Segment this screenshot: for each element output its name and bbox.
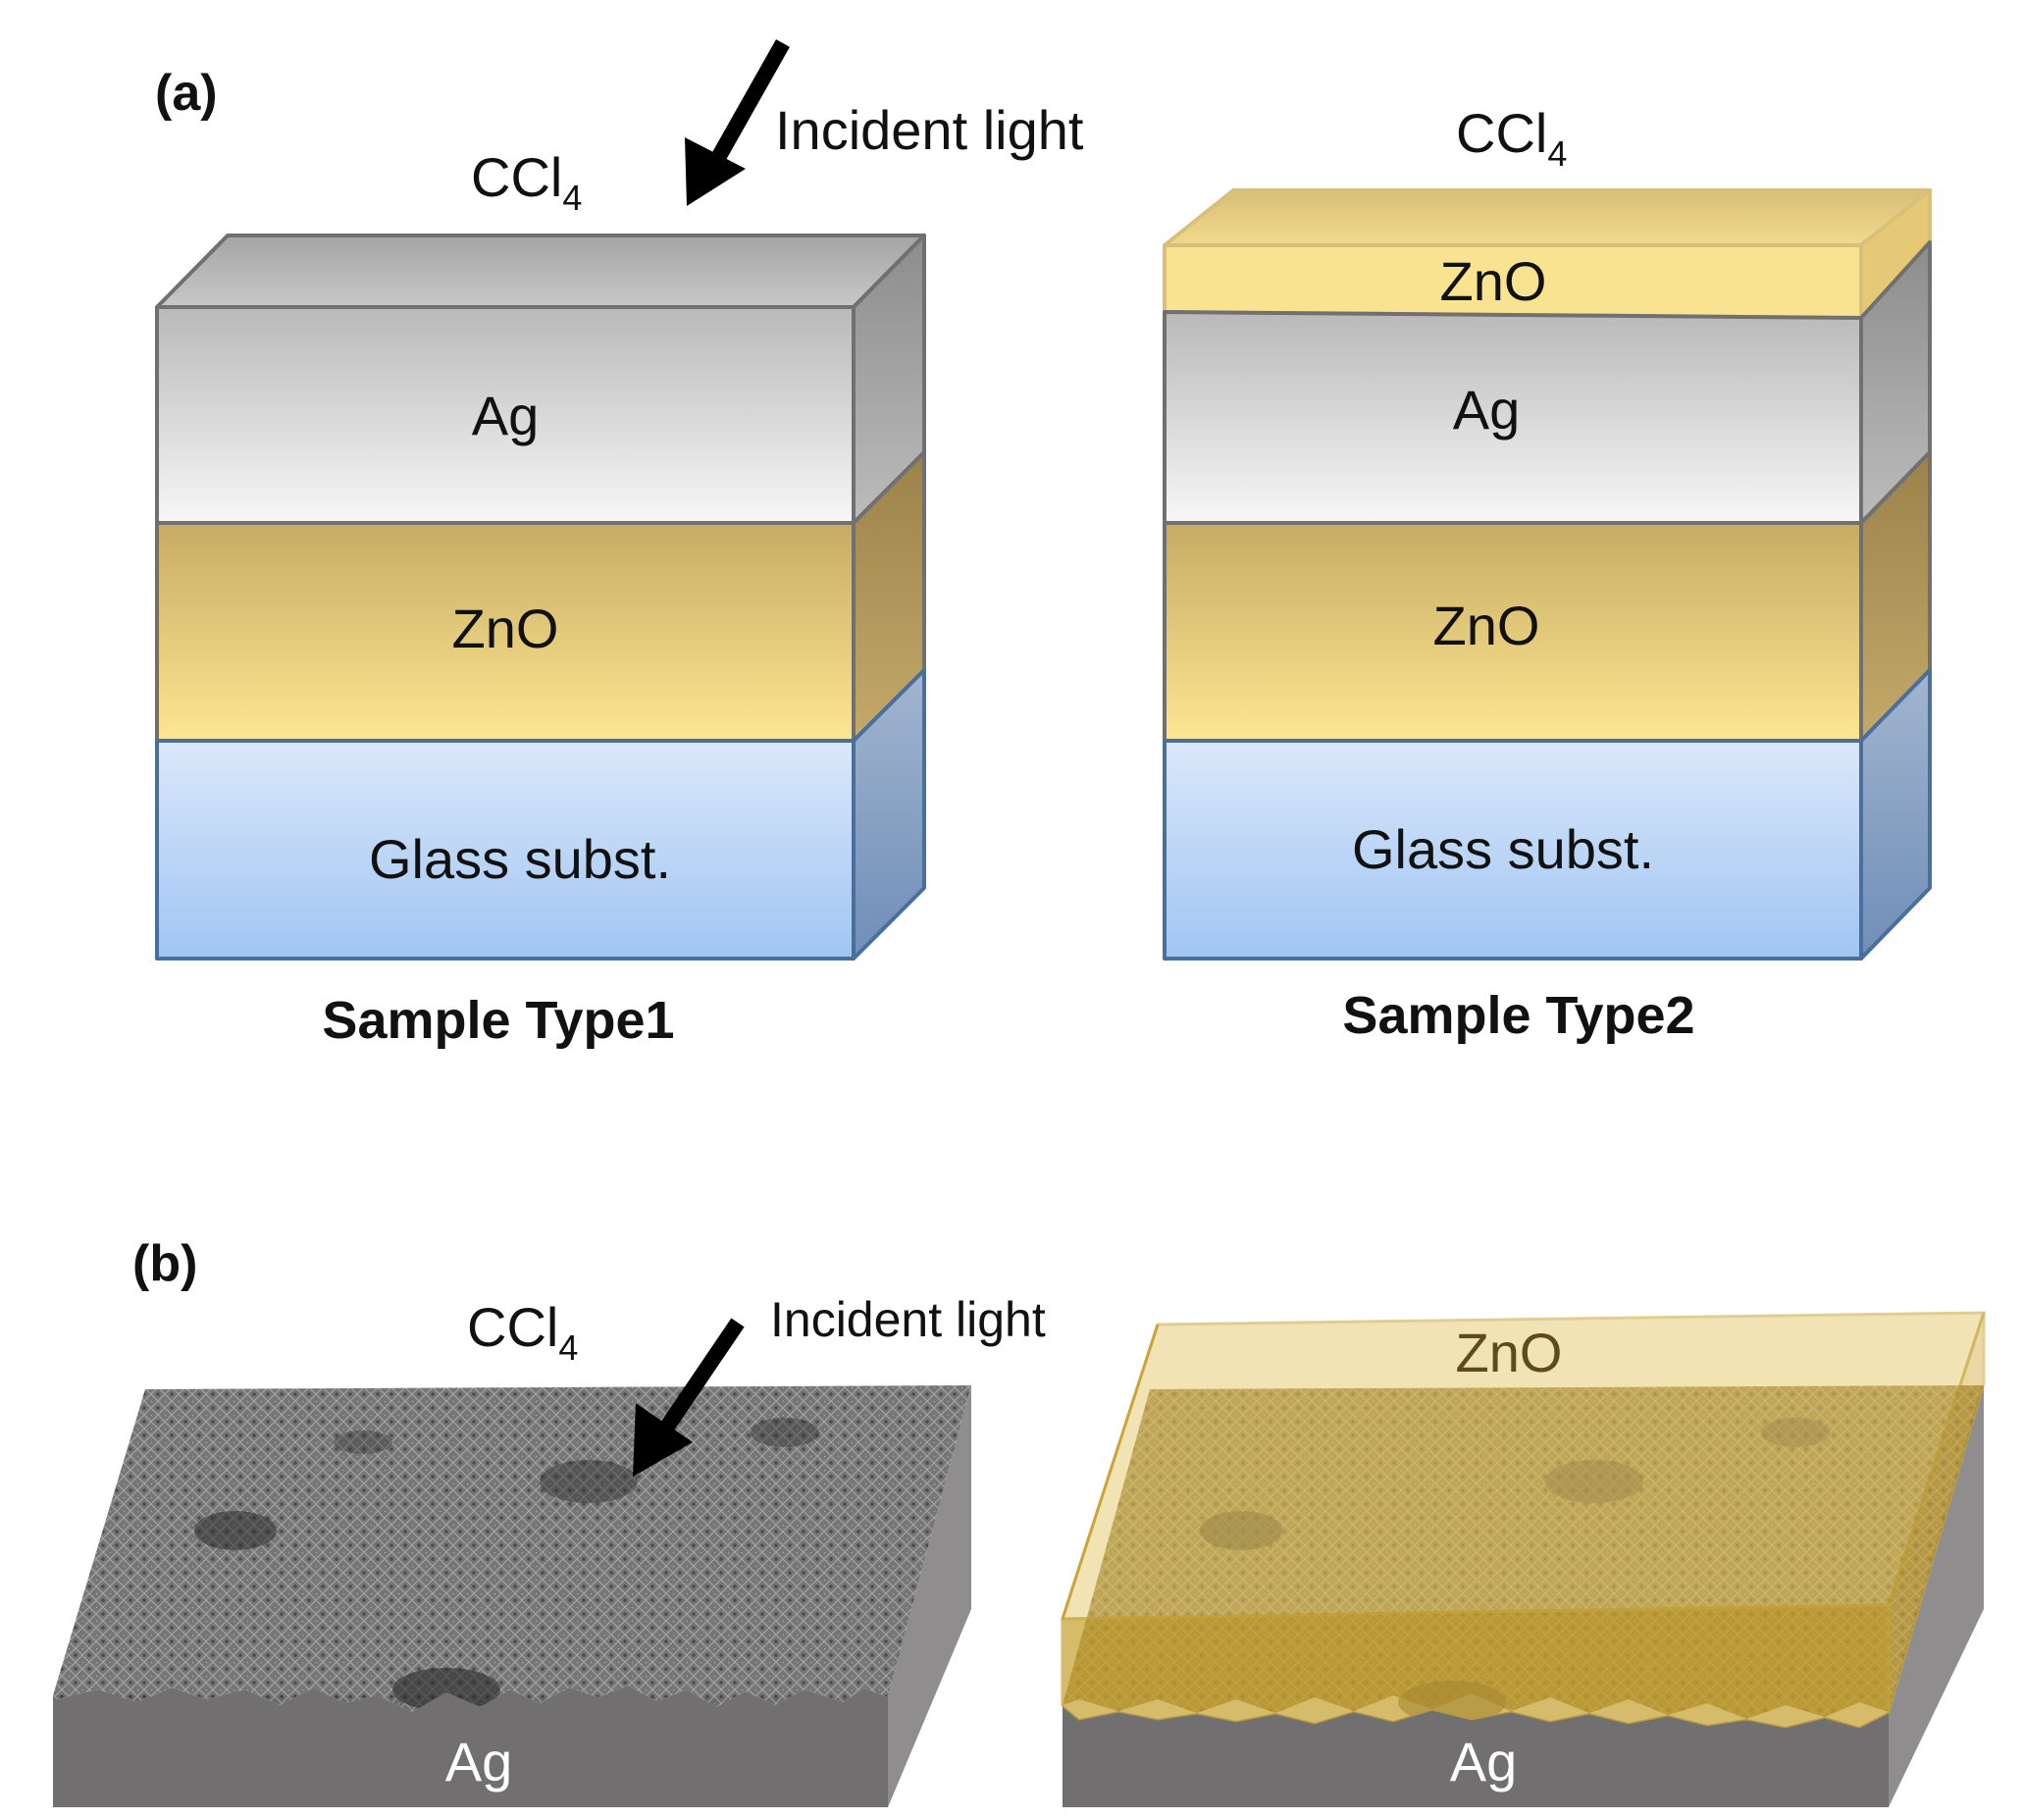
sample2-zno-front <box>1163 521 1863 743</box>
sample1-layer-zno: ZnO <box>452 598 559 659</box>
incident-light-label-a: Incident light <box>775 99 1084 161</box>
right-ag-front-face <box>1063 1705 1889 1807</box>
sample1-zno-front <box>155 521 856 743</box>
sample2-stack <box>1163 188 1932 961</box>
sample2-layer-ag: Ag <box>1453 379 1521 441</box>
sample1-ag-top <box>155 234 926 309</box>
right-coating-label: ZnO <box>1456 1322 1563 1383</box>
sample2-zno-top-face <box>1163 188 1932 247</box>
sample1-medium-label: CCl4 <box>471 146 582 218</box>
panel-b-label: (b) <box>132 1235 197 1292</box>
left-rough-ag-block <box>53 1385 971 1807</box>
left-base-label: Ag <box>445 1731 513 1793</box>
sample2-caption: Sample Type2 <box>1342 986 1694 1045</box>
left-ag-front-face <box>53 1686 888 1807</box>
right-coated-block <box>1060 1311 1987 1807</box>
sample1-ag-front <box>155 305 856 525</box>
zno-coating-front <box>1061 1603 1891 1729</box>
sample2-layer-zno: ZnO <box>1433 595 1540 656</box>
incident-light-label-b: Incident light <box>770 1292 1046 1347</box>
incident-light-arrow-b <box>633 1318 745 1477</box>
left-ag-side-face <box>888 1385 971 1807</box>
incident-light-arrow-a <box>685 39 790 206</box>
right-base-label: Ag <box>1450 1731 1518 1793</box>
sample2-medium-label: CCl4 <box>1456 102 1567 174</box>
sample2-layer-zno-top: ZnO <box>1440 250 1547 312</box>
left-medium-label: CCl4 <box>467 1296 578 1368</box>
panel-a-label: (a) <box>155 65 218 122</box>
right-ag-side-face <box>1889 1385 1984 1807</box>
sample2-layer-glass: Glass subst. <box>1352 818 1654 880</box>
sample1-stack <box>155 234 926 961</box>
sample1-caption: Sample Type1 <box>322 991 674 1050</box>
sample1-glass-front <box>155 739 856 961</box>
sample1-layer-glass: Glass subst. <box>369 828 671 890</box>
sample1-layer-ag: Ag <box>472 385 540 446</box>
left-rough-surface <box>53 1385 971 1712</box>
sample2-glass-front <box>1163 739 1863 961</box>
